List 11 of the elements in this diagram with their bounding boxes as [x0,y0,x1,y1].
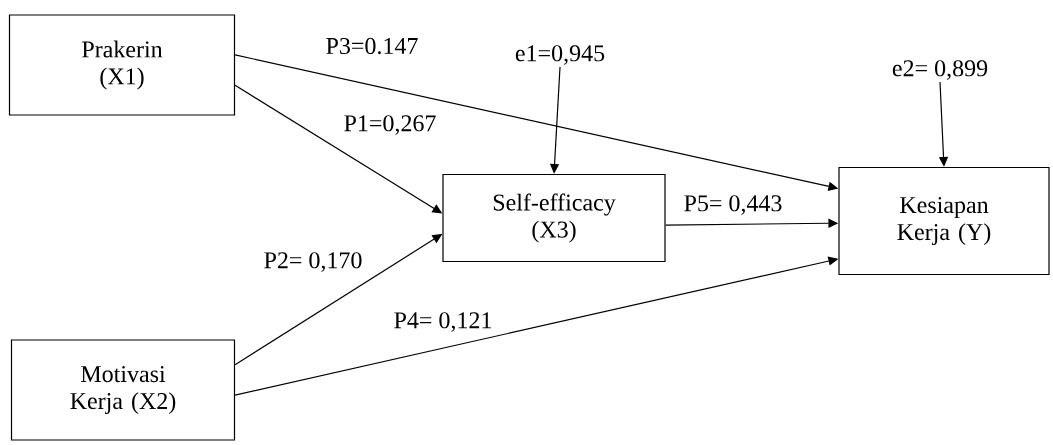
coefficient-label: P2= 0,170 [262,251,364,273]
coefficient-label: P1=0,267 [342,114,438,136]
coefficient-label: P4= 0,121 [392,311,494,333]
error-term-label: e1=0,945 [515,45,605,65]
variable-box: Prakerin (X1) [8,14,236,116]
coefficient-label: P5= 0,443 [682,194,784,216]
coefficient-label: P3=0.147 [324,36,420,56]
variable-box: Self-efficacy (X3) [442,173,666,263]
variable-box: Motivasi Kerja (X2) [10,339,236,441]
variable-box: Kesiapan Kerja (Y) [838,166,1050,276]
error-term-label: e2= 0,899 [892,60,988,80]
